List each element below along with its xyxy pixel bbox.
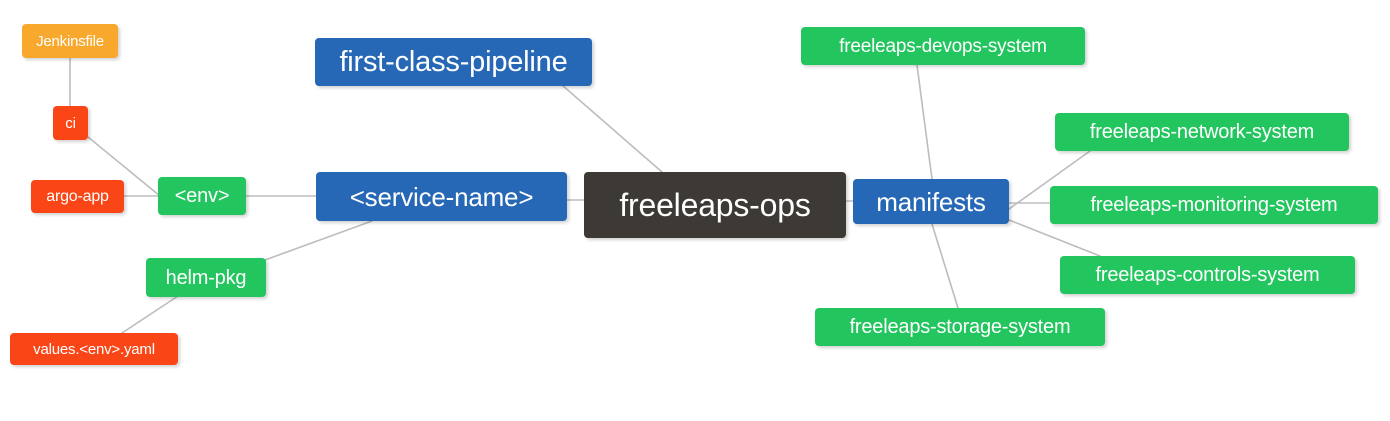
node-label-values-yaml: values.<env>.yaml [33,340,155,358]
node-manifests[interactable]: manifests [853,179,1009,224]
edge-first-class-pipeline-to-freeleaps-ops [561,84,663,173]
edge-helm-pkg-to-values-yaml [121,295,179,334]
node-label-first-class-pipeline: first-class-pipeline [339,45,568,78]
node-label-manifests: manifests [876,186,986,217]
node-label-freeleaps-storage-system: freeleaps-storage-system [849,316,1071,338]
node-label-env: <env> [174,185,230,207]
node-jenkinsfile[interactable]: Jenkinsfile [22,24,118,58]
edge-service-name-to-helm-pkg [264,220,373,261]
node-label-freeleaps-monitoring-system: freeleaps-monitoring-system [1090,194,1338,216]
node-helm-pkg[interactable]: helm-pkg [146,258,266,297]
node-label-helm-pkg: helm-pkg [165,266,247,289]
node-freeleaps-devops-system[interactable]: freeleaps-devops-system [801,27,1085,65]
edge-manifests-to-freeleaps-controls-system [1008,219,1101,257]
node-label-argo-app: argo-app [46,187,109,205]
node-label-freeleaps-ops: freeleaps-ops [619,187,811,223]
node-label-freeleaps-devops-system: freeleaps-devops-system [839,35,1047,57]
node-env[interactable]: <env> [158,177,246,215]
node-freeleaps-monitoring-system[interactable]: freeleaps-monitoring-system [1050,186,1378,224]
node-ci[interactable]: ci [53,106,88,140]
node-freeleaps-controls-system[interactable]: freeleaps-controls-system [1060,256,1355,294]
node-freeleaps-network-system[interactable]: freeleaps-network-system [1055,113,1349,151]
node-service-name[interactable]: <service-name> [316,172,567,221]
node-freeleaps-storage-system[interactable]: freeleaps-storage-system [815,308,1105,346]
node-first-class-pipeline[interactable]: first-class-pipeline [315,38,592,86]
edge-manifests-to-freeleaps-devops-system [916,64,933,180]
node-argo-app[interactable]: argo-app [31,180,124,213]
edge-manifests-to-freeleaps-storage-system [931,223,959,309]
node-label-service-name: <service-name> [349,181,534,212]
node-label-ci: ci [65,114,76,132]
node-freeleaps-ops[interactable]: freeleaps-ops [584,172,846,238]
node-values-yaml[interactable]: values.<env>.yaml [10,333,178,365]
node-label-freeleaps-controls-system: freeleaps-controls-system [1095,264,1320,286]
node-label-freeleaps-network-system: freeleaps-network-system [1089,121,1315,143]
node-label-jenkinsfile: Jenkinsfile [36,32,104,50]
